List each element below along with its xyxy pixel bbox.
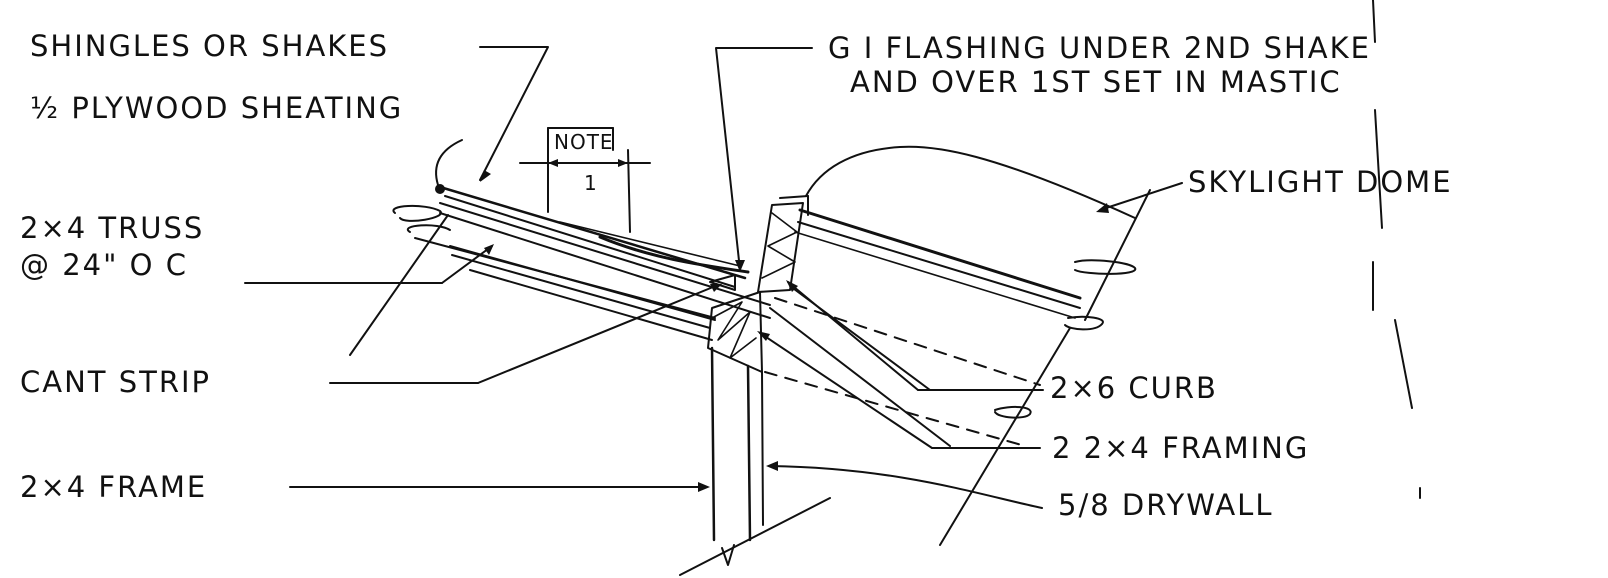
label-skylight-dome: SKYLIGHT DOME <box>1188 165 1453 199</box>
skylight-dome <box>794 145 1151 546</box>
label-flashing-line1: G I FLASHING UNDER 2ND SHAKE <box>828 31 1371 65</box>
note-dimension <box>519 127 651 233</box>
section-drawing <box>392 0 1421 576</box>
label-note: NOTE <box>554 130 614 154</box>
label-truss-line1: 2×4 TRUSS <box>20 211 204 245</box>
leader-lines <box>244 46 1183 509</box>
labels: SHINGLES OR SHAKES ½ PLYWOOD SHEATING 2×… <box>20 29 1453 522</box>
label-curb: 2×6 CURB <box>1050 371 1218 405</box>
label-cant-strip: CANT STRIP <box>20 365 211 399</box>
curb-framing <box>679 195 831 576</box>
label-framing: 2 2×4 FRAMING <box>1052 431 1309 465</box>
right-reference-line <box>1372 0 1421 499</box>
label-shingles: SHINGLES OR SHAKES <box>30 29 389 63</box>
roof-layers <box>392 184 771 319</box>
label-frame: 2×4 FRAME <box>20 470 207 504</box>
ceiling-lines <box>449 245 1041 447</box>
label-note-number: 1 <box>584 171 598 195</box>
label-flashing-line2: AND OVER 1ST SET IN MASTIC <box>850 65 1342 99</box>
label-truss-line2: @ 24" O C <box>20 248 188 282</box>
label-drywall: 5/8 DRYWALL <box>1058 488 1273 522</box>
label-plywood: ½ PLYWOOD SHEATING <box>30 91 403 125</box>
